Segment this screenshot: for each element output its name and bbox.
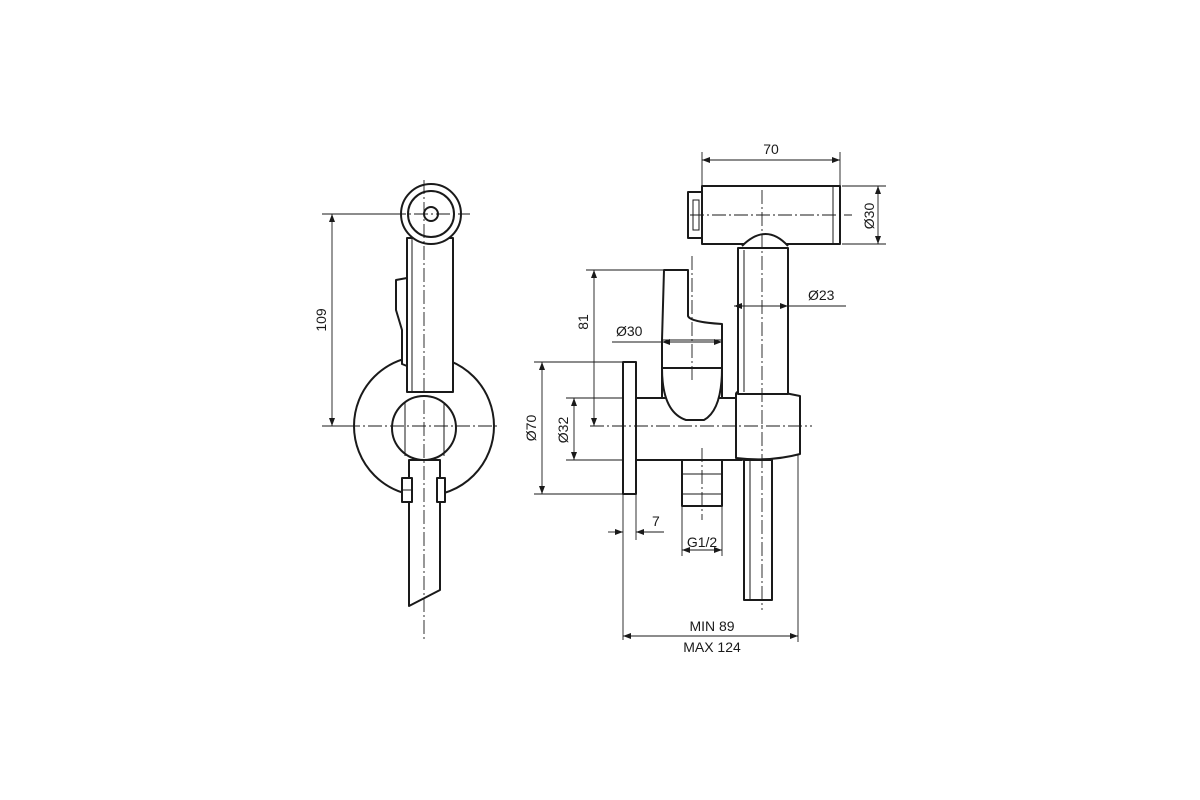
dim-70-width: 70 (763, 141, 779, 157)
dim-7: 7 (652, 513, 660, 529)
side-stem (737, 247, 789, 395)
dim-min-89: MIN 89 (689, 618, 734, 634)
dim-81: 81 (575, 314, 591, 330)
side-hose (743, 459, 773, 601)
dim-max-124: MAX 124 (683, 639, 741, 655)
dim-dia-32: Ø32 (555, 417, 571, 444)
dim-dia-23-stem: Ø23 (808, 287, 835, 303)
front-handset-body (406, 237, 454, 393)
side-hose-connector (735, 388, 801, 461)
dim-dia-30-valve: Ø30 (616, 323, 643, 339)
front-trigger-lever (395, 277, 408, 367)
side-view: 70 Ø30 Ø23 Ø30 81 Ø70 Ø32 7 (523, 141, 886, 655)
front-hex-nut-right (436, 477, 446, 503)
dim-dia-30-head: Ø30 (861, 203, 877, 230)
front-hose (408, 459, 441, 607)
dim-109: 109 (313, 308, 329, 332)
side-rosette-plate (622, 361, 637, 495)
dim-g12: G1/2 (687, 534, 718, 550)
dim-dia-70: Ø70 (523, 415, 539, 442)
front-view: 109 (313, 180, 500, 640)
